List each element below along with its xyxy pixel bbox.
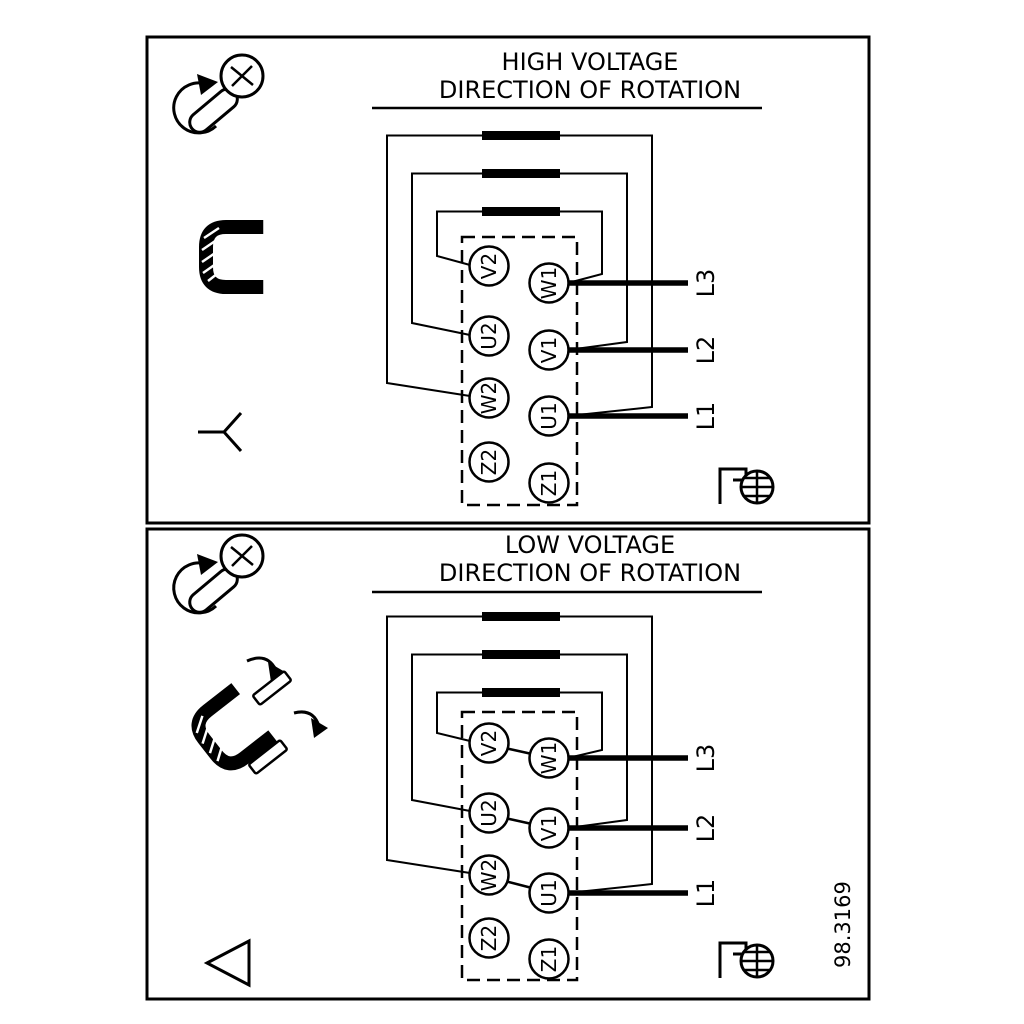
wire — [386, 615, 482, 874]
panel-subtitle: DIRECTION OF ROTATION — [439, 76, 741, 104]
jumper-bar — [482, 650, 560, 659]
terminal-label-w2: W2 — [477, 382, 501, 415]
terminal-link-bracket-icon — [199, 220, 264, 294]
screw-cross — [230, 65, 254, 87]
terminal-w1 — [528, 737, 570, 779]
panel-title: LOW VOLTAGE — [505, 531, 675, 559]
terminal-label-w1: W1 — [537, 267, 561, 300]
jumper-bar — [482, 612, 560, 621]
terminal-label-u2: U2 — [477, 799, 501, 826]
terminal-w2 — [468, 854, 510, 896]
terminal-v1 — [528, 329, 570, 371]
terminal-u2 — [468, 792, 510, 834]
terminal-v2 — [468, 722, 510, 764]
wire — [411, 653, 482, 812]
terminal-label-v1: V1 — [537, 337, 561, 363]
loose-link — [252, 670, 292, 706]
link-w2-u1 — [504, 879, 533, 890]
wire — [411, 172, 482, 336]
terminal-label-u2: U2 — [477, 322, 501, 349]
loose-link — [248, 739, 288, 775]
wire — [436, 691, 482, 742]
jumper-bar — [482, 169, 560, 178]
screw-cross — [230, 545, 254, 567]
low-voltage-panel: LOW VOLTAGE DIRECTION OF ROTATION — [145, 527, 871, 1001]
terminal-z1 — [528, 462, 570, 504]
delta-link-bracket-icon — [191, 656, 328, 775]
terminal-label-w2: W2 — [477, 859, 501, 892]
arrowhead — [197, 74, 218, 95]
panel-title: HIGH VOLTAGE — [502, 48, 679, 76]
supply-lines — [566, 755, 688, 896]
terminal-z2 — [468, 441, 510, 483]
wire — [560, 172, 628, 351]
jumper-bars — [482, 612, 560, 697]
terminal-w1 — [528, 262, 570, 304]
terminal-w2 — [468, 377, 510, 419]
jumper-bar — [482, 207, 560, 216]
drawing-number: 98.3169 — [831, 881, 855, 968]
supply-label-l2: L2 — [692, 336, 720, 365]
terminal-label-z1: Z1 — [537, 946, 561, 972]
terminal-label-u1: U1 — [537, 879, 561, 906]
terminal-z1 — [528, 938, 570, 980]
arrowhead — [197, 554, 218, 575]
supply-lines — [566, 280, 688, 419]
panel-border — [145, 527, 871, 1001]
terminal-label-v1: V1 — [537, 815, 561, 841]
terminal-circles: V2 U2 W2 Z2 W1 V1 U1 Z1 — [468, 245, 570, 504]
supply-label-l2: L2 — [692, 814, 720, 843]
terminal-v2 — [468, 245, 510, 287]
panel-subtitle: DIRECTION OF ROTATION — [439, 559, 741, 587]
arrowhead — [268, 662, 285, 682]
supply-label-l3: L3 — [692, 269, 720, 298]
terminal-screw-icon — [718, 941, 775, 979]
bracket-hatch — [201, 226, 223, 282]
high-voltage-panel: HIGH VOLTAGE DIRECTION OF ROTATION L3 L2 — [145, 35, 871, 525]
terminal-screw-icon — [718, 467, 775, 505]
arrowhead — [311, 718, 328, 738]
screw-rotation-icon — [172, 533, 265, 615]
terminal-z2 — [468, 917, 510, 959]
screw-slots — [741, 471, 773, 503]
wire — [560, 653, 628, 829]
link-wires — [386, 615, 653, 894]
link-wires — [386, 134, 653, 417]
terminal-u2 — [468, 315, 510, 357]
wire — [386, 134, 482, 397]
supply-label-l1: L1 — [692, 402, 720, 431]
supply-label-l3: L3 — [692, 744, 720, 773]
wire — [436, 210, 482, 266]
terminal-u1 — [528, 872, 570, 914]
delta-connection-symbol — [203, 938, 251, 988]
link-v2-w1 — [504, 746, 533, 756]
supply-label-l1: L1 — [692, 879, 720, 908]
terminal-circles: V2 U2 W2 Z2 W1 V1 U1 Z1 — [468, 722, 570, 980]
jumper-bars — [482, 131, 560, 216]
link-u2-v1 — [504, 816, 533, 826]
screw-slots — [741, 945, 773, 977]
wire — [560, 210, 603, 284]
terminal-label-z2: Z2 — [477, 449, 501, 475]
angled-bracket — [191, 683, 277, 771]
terminal-label-z1: Z1 — [537, 470, 561, 496]
jumper-bar — [482, 131, 560, 140]
terminal-u1 — [528, 395, 570, 437]
terminal-label-u1: U1 — [537, 402, 561, 429]
star-connection-symbol — [198, 411, 243, 453]
terminal-v1 — [528, 807, 570, 849]
terminal-label-w1: W1 — [537, 742, 561, 775]
wire — [560, 691, 603, 759]
terminal-label-z2: Z2 — [477, 925, 501, 951]
terminal-label-v2: V2 — [477, 730, 501, 756]
screw-rotation-icon — [172, 53, 265, 135]
panel-border — [145, 35, 871, 525]
jumper-bar — [482, 688, 560, 697]
wire — [560, 615, 653, 894]
delta-links — [504, 746, 533, 890]
wire — [560, 134, 653, 417]
terminal-label-v2: V2 — [477, 253, 501, 279]
